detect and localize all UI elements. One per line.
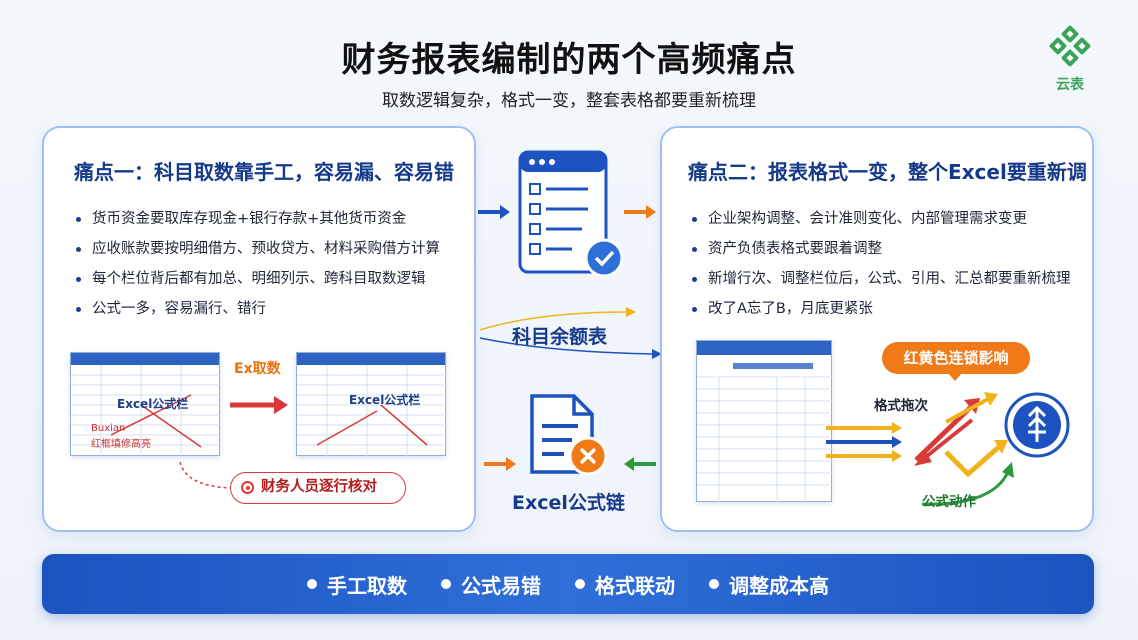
bullet-dot-icon — [441, 579, 451, 589]
spreadsheet-after: Excel公式栏 — [296, 352, 447, 457]
pain-point-two-bullets: 企业架构调整、会计准则变化、内部管理需求变更 资产负债表格式要跟着调整 新增行次… — [692, 208, 1071, 328]
dashed-curve-icon — [179, 461, 231, 489]
pain-point-one-title: 痛点一：科目取数靠手工，容易漏、容易错 — [74, 160, 454, 184]
sheet-red-note: Buxian — [91, 423, 126, 434]
sheet-grid-icon — [697, 363, 833, 503]
summary-item: 公式易错 — [441, 570, 541, 599]
bullet-item: 公式一多，容易漏行、错行 — [76, 298, 440, 328]
bullet-dot-icon — [709, 579, 719, 589]
format-drag-label: 格式拖次 — [874, 398, 928, 414]
logo-text: 云表 — [1056, 77, 1084, 93]
summary-item: 调整成本高 — [709, 570, 829, 599]
summary-item-label: 格式联动 — [595, 573, 675, 598]
page-title: 财务报表编制的两个高频痛点 — [341, 40, 797, 80]
sheet-header-bar — [71, 353, 219, 365]
orange-arrow-icon — [484, 457, 516, 471]
spreadsheet-before: Excel公式栏 Buxian 红框填修高亮 — [70, 352, 221, 457]
target-icon — [241, 481, 254, 494]
green-arrow-icon — [624, 457, 656, 471]
bullet-item: 新增行次、调整栏位后，公式、引用、汇总都要重新梳理 — [692, 268, 1071, 298]
logo-mark-icon — [1049, 25, 1091, 67]
ex-fetch-label: Ex取数 — [234, 361, 281, 377]
bullet-item: 改了A忘了B，月底更紧张 — [692, 298, 1071, 328]
balance-sheet-spreadsheet — [696, 340, 833, 503]
blue-arrow-icon — [478, 205, 510, 219]
sync-circle-icon — [1004, 392, 1070, 458]
bullet-item: 资产负债表格式要跟着调整 — [692, 238, 1071, 268]
sheet-header-bar — [697, 341, 831, 355]
sheet-formula-label: Excel公式栏 — [349, 393, 421, 407]
pain-point-two-title: 痛点二：报表格式一变，整个Excel要重新调 — [688, 160, 1087, 184]
summary-item-label: 手工取数 — [327, 573, 407, 598]
sheet-red-note: 红框填修高亮 — [91, 439, 151, 450]
red-arrow-icon — [230, 396, 288, 414]
bullet-item: 应收账款要按明细借方、预收贷方、材料采购借方计算 — [76, 238, 440, 268]
summary-bar: 手工取数 公式易错 格式联动 调整成本高 — [42, 554, 1094, 614]
checklist-doc-icon — [516, 148, 626, 280]
sheet-grid-icon — [71, 365, 221, 457]
pain-point-one-bullets: 货币资金要取库存现金+银行存款+其他货币资金 应收账款要按明细借方、预收贷方、材… — [76, 208, 440, 328]
formula-action-label: 公式动作 — [922, 494, 976, 510]
bullet-item: 企业架构调整、会计准则变化、内部管理需求变更 — [692, 208, 1071, 238]
chain-effect-badge: 红黄色连锁影响 — [882, 342, 1030, 381]
sheet-grid-icon — [297, 365, 447, 457]
formula-chain-label: Excel公式链 — [512, 492, 625, 514]
bullet-dot-icon — [307, 579, 317, 589]
summary-item-label: 公式易错 — [461, 573, 541, 598]
formula-doc-error-icon — [526, 392, 612, 480]
sheet-header-bar — [297, 353, 445, 365]
sheet-formula-label: Excel公式栏 — [117, 397, 189, 411]
summary-item: 格式联动 — [575, 570, 675, 599]
brand-logo: 云表 — [1044, 22, 1096, 94]
verify-badge: 财务人员逐行核对 — [230, 472, 406, 504]
bullet-item: 货币资金要取库存现金+银行存款+其他货币资金 — [76, 208, 440, 238]
balance-sheet-label: 科目余额表 — [512, 326, 608, 348]
flow-curve-icon — [479, 307, 662, 359]
summary-item: 手工取数 — [307, 570, 407, 599]
pain-point-one-panel: 痛点一：科目取数靠手工，容易漏、容易错 货币资金要取库存现金+银行存款+其他货币… — [42, 126, 476, 532]
summary-item-label: 调整成本高 — [729, 573, 829, 598]
page-subtitle: 取数逻辑复杂，格式一变，整套表格都要重新梳理 — [382, 91, 756, 111]
pain-point-two-panel: 痛点二：报表格式一变，整个Excel要重新调 企业架构调整、会计准则变化、内部管… — [660, 126, 1094, 532]
bullet-dot-icon — [575, 579, 585, 589]
orange-arrow-icon — [624, 205, 656, 219]
bullet-item: 每个栏位背后都有加总、明细列示、跨科目取数逻辑 — [76, 268, 440, 298]
chain-arrows-icon — [826, 392, 1014, 506]
verify-label: 财务人员逐行核对 — [261, 479, 377, 495]
